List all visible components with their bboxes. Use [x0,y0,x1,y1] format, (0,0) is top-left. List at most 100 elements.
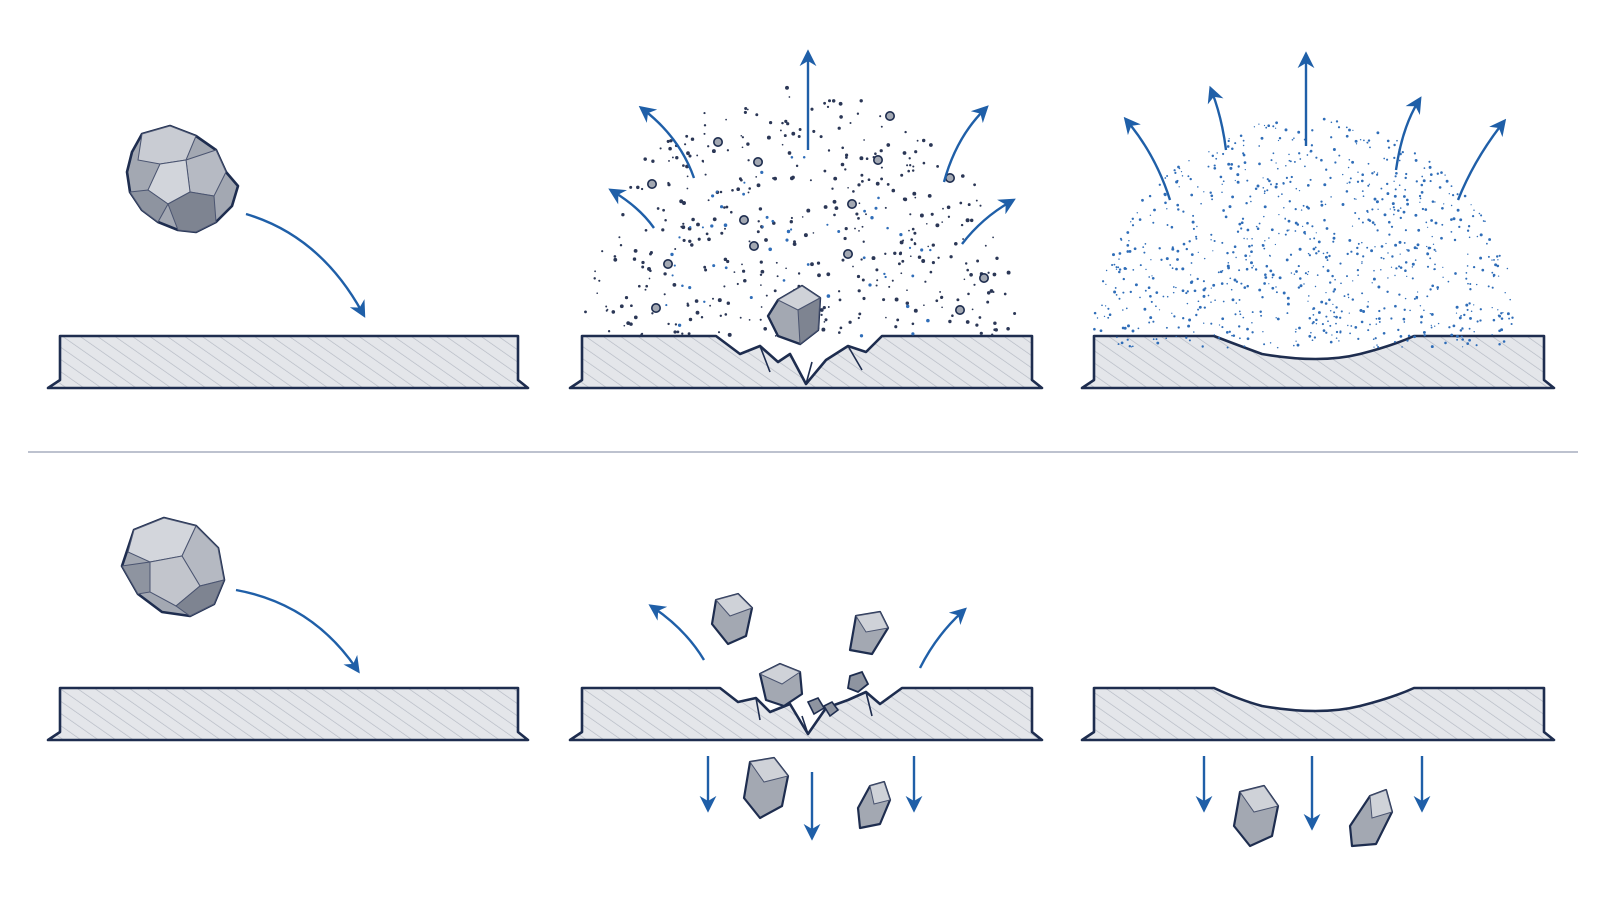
particle [1303,283,1305,285]
particle [1472,265,1476,269]
particle [1338,154,1341,157]
particle [907,169,910,173]
particle [1435,250,1437,252]
particle [1479,233,1483,237]
particle [1402,317,1406,321]
particle [1388,233,1391,236]
particle [1442,266,1444,268]
particle [1117,266,1120,269]
particle [1350,325,1353,327]
particle [1339,330,1342,333]
particle [1188,240,1191,243]
particle [703,300,706,304]
particle [1232,251,1235,254]
particle [1242,144,1245,147]
particle [935,299,939,303]
particle [665,304,668,307]
particle [1372,338,1375,341]
particle [1246,179,1249,182]
particle [1461,346,1464,348]
particle [914,150,918,154]
particle [740,134,743,137]
particle [1383,157,1386,160]
particle [1332,290,1335,293]
particle [942,207,944,210]
particle [1181,175,1184,177]
particle [1340,310,1343,313]
particle [1226,282,1228,285]
particle [1359,309,1363,312]
particle [1348,312,1350,314]
particle [1193,289,1197,293]
particle [1289,160,1292,163]
particle [1335,120,1339,123]
particle [1284,218,1287,220]
particle [644,228,648,232]
particle [640,187,644,191]
particle [598,279,601,282]
particle [973,283,976,286]
particle [1323,183,1327,187]
particle [1202,294,1206,298]
particle [1325,168,1328,171]
particle [870,216,874,220]
particle [965,218,970,223]
particle [1141,198,1144,202]
particle [1325,291,1327,294]
particle [1356,268,1360,272]
particle [884,252,887,255]
particle [1498,314,1502,318]
particle [681,332,684,335]
upward-arrows [608,49,1016,245]
particle [826,105,830,109]
particle [856,274,861,279]
particle [1197,186,1199,188]
particle [1156,341,1160,345]
particle [1295,270,1298,273]
particle [1178,167,1181,170]
particle [859,156,864,161]
particle [1246,228,1250,232]
particle [1377,345,1380,349]
particle [1448,193,1450,195]
particle [1149,316,1153,320]
particle [967,203,971,207]
particle [1320,200,1323,203]
particle [817,273,821,278]
flying-chunks [710,592,890,656]
particle [1261,244,1265,247]
particle [1393,180,1395,182]
particle [742,192,745,196]
particle [748,187,751,190]
particle [812,129,816,133]
particle [1115,266,1118,269]
particle [688,154,692,158]
particle [687,332,691,336]
particle [765,215,769,219]
particle [860,173,864,177]
particle [786,122,790,126]
particle [1411,262,1415,266]
particle [758,207,763,211]
particle [1177,208,1180,211]
particle [921,138,926,143]
particle [1502,311,1504,314]
particle [1298,152,1301,155]
particle [1195,235,1198,238]
particle [1118,252,1122,255]
particle [1123,326,1127,330]
particle [1261,295,1264,299]
particle [764,238,768,242]
particle [1166,224,1169,226]
particle [1107,316,1110,319]
particle [1366,141,1369,144]
particle [763,326,768,331]
particle [1189,281,1193,284]
particle [1197,308,1200,311]
particle [921,259,926,263]
particle [959,201,963,205]
particle [1390,225,1394,228]
particle [1143,307,1147,311]
particle [1467,225,1471,228]
